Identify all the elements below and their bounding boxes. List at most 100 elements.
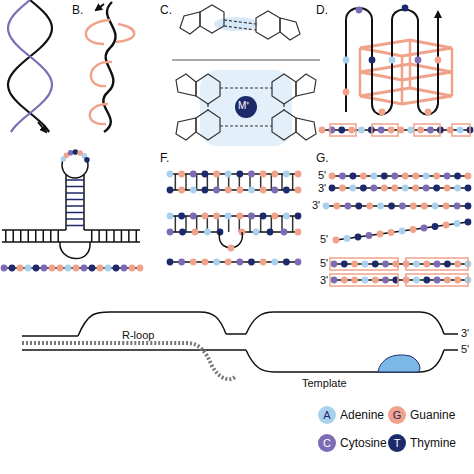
base-dot [360, 185, 367, 192]
base-dot [355, 203, 362, 210]
stroke [359, 48, 362, 96]
base-dot [410, 203, 417, 210]
base-dot [225, 259, 232, 266]
base-dot [372, 261, 379, 268]
stroke [175, 216, 177, 232]
stroke [170, 215, 298, 217]
base-dot [377, 231, 384, 238]
base-dot [65, 265, 72, 272]
base-dot [356, 7, 363, 14]
base-dot [84, 157, 90, 163]
base-dot [295, 171, 302, 178]
base-dot [338, 127, 345, 134]
base-dot [339, 185, 346, 192]
base-dot [105, 265, 112, 272]
stroke [66, 199, 84, 201]
base-dot [271, 187, 278, 194]
base-dot [283, 171, 290, 178]
base-dot [382, 261, 389, 268]
panel-letter: C. [160, 4, 172, 16]
base-dot [444, 185, 451, 192]
base-dot [434, 277, 441, 284]
g-run-box [372, 124, 398, 136]
base-dot [333, 237, 340, 244]
base-dot [236, 259, 243, 266]
base-dot [399, 203, 406, 210]
stroke [83, 175, 85, 230]
stroke [196, 174, 198, 190]
base-dot [433, 173, 440, 180]
base-dot [402, 185, 409, 192]
base-dot [407, 127, 414, 134]
base-dot [260, 187, 267, 194]
repeat-box [406, 274, 468, 286]
base-dot [454, 173, 461, 180]
base-dot [178, 171, 185, 178]
base-dot [202, 187, 209, 194]
base-dot [81, 265, 88, 272]
base-dot [381, 185, 388, 192]
base-dot [369, 57, 376, 64]
base-dot [129, 265, 136, 272]
base-letter: G [388, 406, 406, 424]
base-dot [329, 173, 336, 180]
base-dot [260, 171, 267, 178]
stroke [50, 230, 52, 242]
base-dot [97, 265, 104, 272]
base-dot [178, 259, 185, 266]
base-dot [41, 265, 48, 272]
base-dot [295, 259, 302, 266]
base-dot [389, 57, 396, 64]
base-dot [228, 245, 235, 252]
base-dot [388, 229, 395, 236]
base-dot [402, 5, 409, 12]
base-dot [190, 213, 197, 220]
base-dot [372, 277, 379, 284]
base-letter: T [388, 434, 406, 452]
base-dot [370, 173, 377, 180]
stroke [66, 192, 84, 194]
panel-letter: G. [316, 152, 329, 164]
stroke [170, 189, 298, 191]
stroke [271, 174, 273, 190]
base-dot [341, 261, 348, 268]
stroke [175, 174, 177, 190]
base-dot [444, 277, 451, 284]
base-dot [167, 171, 174, 178]
base-dot [351, 277, 358, 284]
base-dot [465, 203, 472, 210]
base-dot [344, 235, 351, 242]
base-dot [454, 277, 461, 284]
stroke [185, 174, 187, 190]
hairpin-loop [62, 152, 88, 178]
base-dot [350, 185, 357, 192]
base-dot [465, 219, 472, 226]
base-dot [454, 261, 461, 268]
base-dot [421, 203, 428, 210]
strand-end: 3' [320, 275, 328, 286]
base-dot [413, 277, 420, 284]
base-dot [379, 109, 386, 116]
stroke [28, 230, 30, 242]
base-dot [204, 229, 211, 236]
base-dot [271, 171, 278, 178]
base-dot [202, 259, 209, 266]
base-dot [248, 171, 255, 178]
base-dot [425, 109, 432, 116]
base-dot [236, 171, 243, 178]
base-dot [281, 229, 288, 236]
stroke [281, 174, 283, 190]
base-dot [113, 265, 120, 272]
base-dot [248, 213, 255, 220]
base-dot [362, 277, 369, 284]
stroke [106, 230, 108, 242]
strand-end: 5' [318, 170, 326, 181]
stroke [185, 216, 187, 232]
base-dot [423, 185, 430, 192]
base-dot [421, 225, 428, 232]
base-dot [413, 261, 420, 268]
base-dot [213, 259, 220, 266]
helix-strand [8, 0, 52, 132]
legend-text: Adenine [340, 406, 384, 424]
